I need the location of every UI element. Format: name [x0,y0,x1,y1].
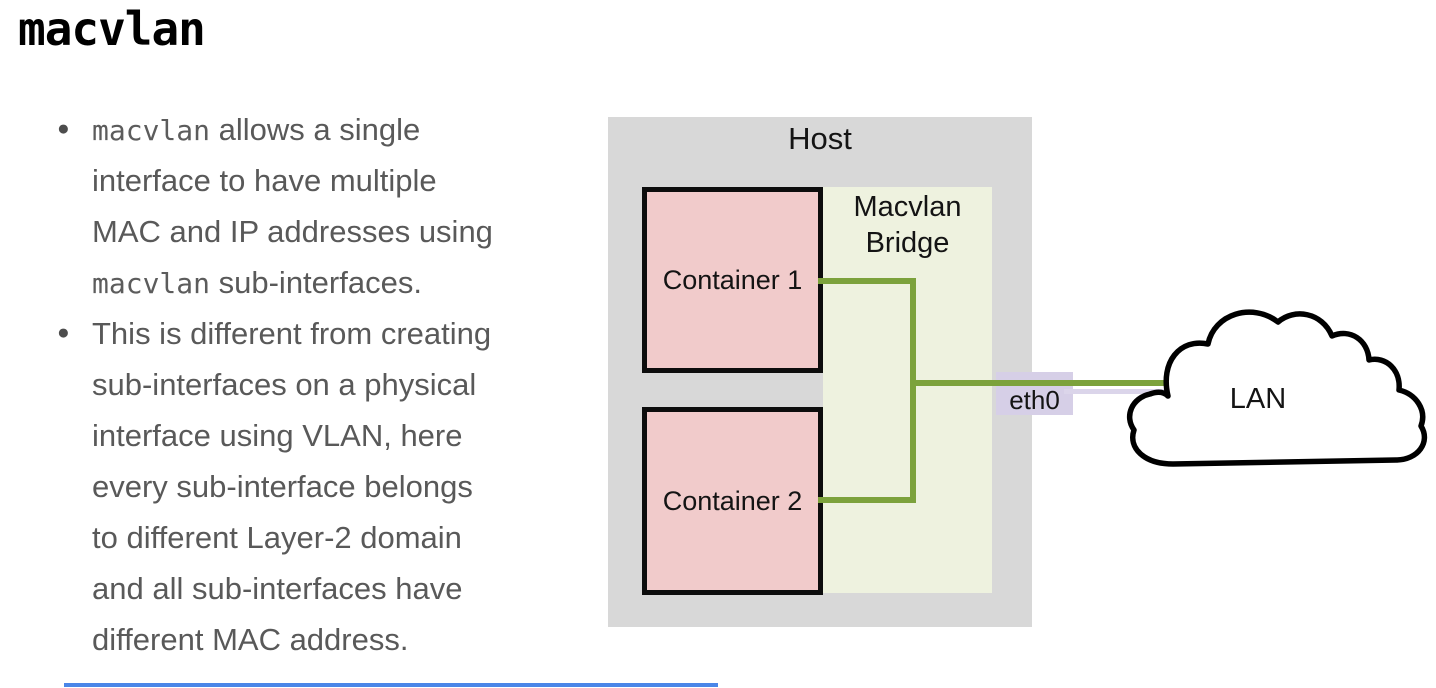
bullet-line: interface using VLAN, here [92,410,617,461]
bullet-text: and all sub-interfaces have [92,571,463,606]
link-lavender-to-lan [1064,389,1168,394]
bullet-line: sub-interfaces on a physical [92,359,617,410]
bullet-text: sub-interfaces on a physical [92,367,477,402]
bullet-line: This is different from creating [92,308,617,359]
bullet-text: every sub-interface belongs [92,469,473,504]
bullet-text: This is different from creating [92,316,492,351]
bullet-list: ● macvlan allows a single interface to h… [57,104,617,665]
macvlan-bridge-region [823,187,992,593]
macvlan-bridge-label-line2: Bridge [865,227,950,259]
container2-label: Container 2 [662,485,803,516]
bullet-item-vlan-difference: ● This is different from creating sub-in… [57,308,617,665]
bullet-line: macvlan sub-interfaces. [92,257,617,308]
lan-label: LAN [1229,383,1287,415]
container1-box: Container 1 [642,187,823,373]
lan-cloud-icon [1127,309,1428,467]
bullet-line: interface to have multiple [92,155,617,206]
page-title: macvlan [18,2,206,56]
host-label: Host [788,121,852,156]
link-container2-to-bridge [818,497,916,503]
bullet-line: macvlan allows a single [92,104,617,155]
link-container1-to-bridge [818,278,915,284]
container2-box: Container 2 [642,407,823,595]
inline-code: macvlan [92,267,211,300]
eth0-label: eth0 [1009,385,1060,415]
bottom-divider [64,683,718,687]
bullet-text: different MAC address. [92,622,409,657]
bullet-line: to different Layer-2 domain [92,512,617,563]
bullet-line: and all sub-interfaces have [92,563,617,614]
bullet-text: allows a single [210,112,421,147]
bullet-text: MAC and IP addresses using [92,214,493,249]
bullet-line: MAC and IP addresses using [92,206,617,257]
macvlan-bridge-label-line1: Macvlan [853,191,962,223]
container1-label: Container 1 [662,264,803,295]
bullet-text: interface to have multiple [92,163,437,198]
inline-code: macvlan [92,114,211,147]
bullet-text: interface using VLAN, here [92,418,463,453]
bullet-text: sub-interfaces. [210,265,422,300]
bullet-dot: ● [57,117,70,140]
bullet-line: different MAC address. [92,614,617,665]
link-eth0-to-lan [910,380,1168,386]
eth0-badge: eth0 [996,372,1073,415]
bullet-dot: ● [57,321,70,344]
bridge-trunk-line [910,278,916,503]
bullet-line: every sub-interface belongs [92,461,617,512]
bullet-item-macvlan-intro: ● macvlan allows a single interface to h… [57,104,617,308]
bullet-text: to different Layer-2 domain [92,520,462,555]
macvlan-bridge-label: Macvlan Bridge [823,189,992,261]
